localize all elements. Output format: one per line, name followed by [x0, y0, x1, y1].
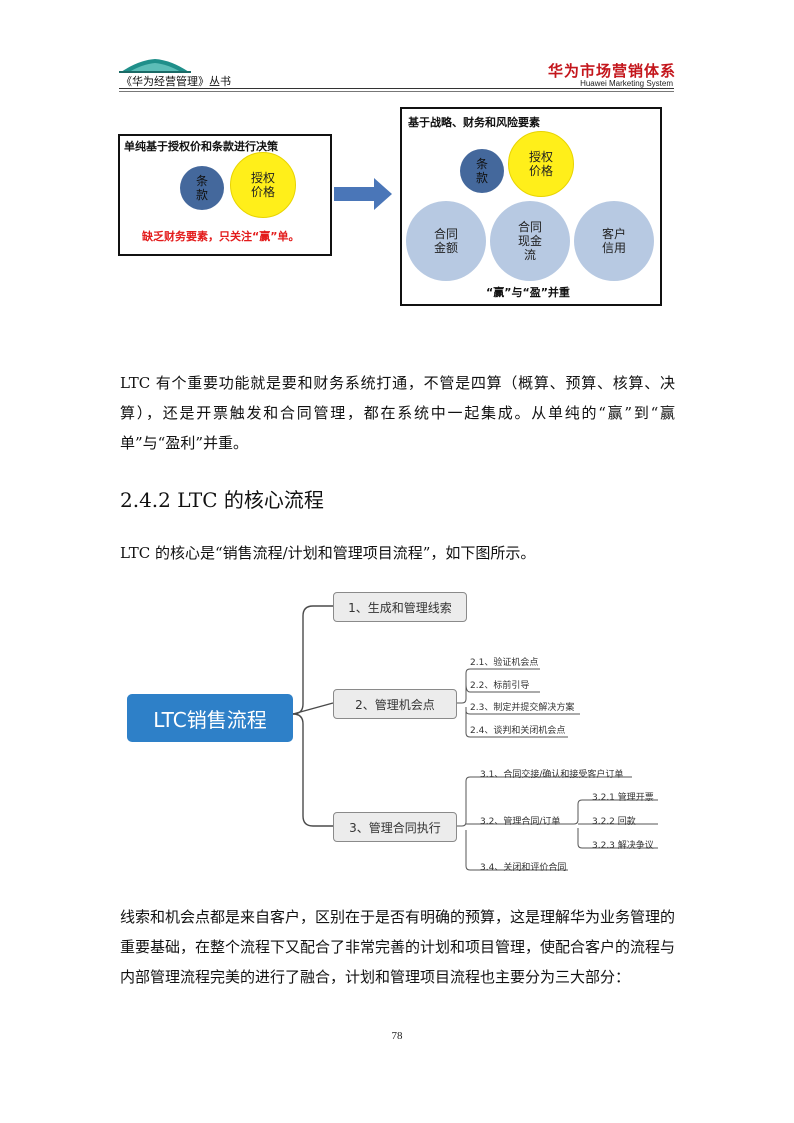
paragraph-ltc-core: LTC 的核心是“销售流程/计划和管理项目流程”，如下图所示。	[120, 544, 536, 562]
authorized-price-circle: 授权价格	[508, 131, 574, 197]
pricing-only-title: 单纯基于授权价和条款进行决策	[124, 140, 278, 153]
terms-circle: 条款	[460, 149, 504, 193]
strategy-finance-risk-box: 基于战略、财务和风险要素 条款 授权价格 合同金额 合同现金流 客户信用 “赢”…	[400, 107, 662, 306]
brand-subtitle: Huawei Marketing System	[580, 79, 673, 88]
mindmap-leaf: 3.4、关闭和评价合同	[480, 863, 567, 873]
mindmap-node-contract-execution: 3、管理合同执行	[333, 812, 457, 842]
customer-credit-circle: 客户信用	[574, 201, 654, 281]
mindmap-connectors	[292, 605, 658, 871]
page-number: 78	[391, 1030, 403, 1042]
mindmap-leaf: 2.2、标前引导	[470, 681, 530, 691]
mindmap-node-leads: 1、生成和管理线索	[333, 592, 467, 622]
paragraph-leads-opportunities: 线索和机会点都是来自客户，区别在于是否有明确的预算，这是理解华为业务管理的重要基…	[120, 908, 676, 986]
mindmap-leaf: 2.3、制定并提交解决方案	[470, 703, 575, 713]
terms-circle: 条款	[180, 166, 224, 210]
paragraph-ltc-finance: LTC 有个重要功能就是要和财务系统打通，不管是四算（概算、预算、核算、决算），…	[120, 374, 675, 452]
mindmap-leaf: 3.2、管理合同/订单	[480, 817, 561, 827]
mindmap-leaf: 3.2.2 回款	[592, 817, 636, 827]
header-rule-thin	[119, 91, 674, 92]
authorized-price-circle: 授权价格	[230, 152, 296, 218]
mindmap-leaf: 3.2.3 解决争议	[592, 841, 654, 851]
strategy-box-title: 基于战略、财务和风险要素	[408, 116, 540, 129]
warning-text: 缺乏财务要素，只关注“赢”单。	[142, 230, 300, 243]
balance-text: “赢”与“盈”并重	[486, 286, 570, 299]
mindmap-leaf: 2.1、验证机会点	[470, 658, 539, 668]
contract-cashflow-circle: 合同现金流	[490, 201, 570, 281]
series-title: 《华为经营管理》丛书	[121, 75, 231, 88]
contract-amount-circle: 合同金额	[406, 201, 486, 281]
mindmap-leaf: 2.4、谈判和关闭机会点	[470, 726, 566, 736]
mindmap-leaf: 3.1、合同交接/确认和接受客户订单	[480, 770, 624, 780]
header-rule	[119, 88, 674, 89]
brand-title: 华为市场营销体系	[547, 62, 676, 80]
right-arrow-icon	[334, 178, 392, 210]
huawei-logo-icon	[119, 59, 191, 73]
mindmap-leaf: 3.2.1 管理开票	[592, 793, 654, 803]
pricing-only-box: 单纯基于授权价和条款进行决策 条款 授权价格 缺乏财务要素，只关注“赢”单。	[118, 134, 332, 256]
mindmap-node-opportunities: 2、管理机会点	[333, 689, 457, 719]
section-title: 2.4.2 LTC 的核心流程	[120, 488, 324, 512]
mindmap-root-ltc-sales-process: LTC销售流程	[127, 694, 293, 742]
